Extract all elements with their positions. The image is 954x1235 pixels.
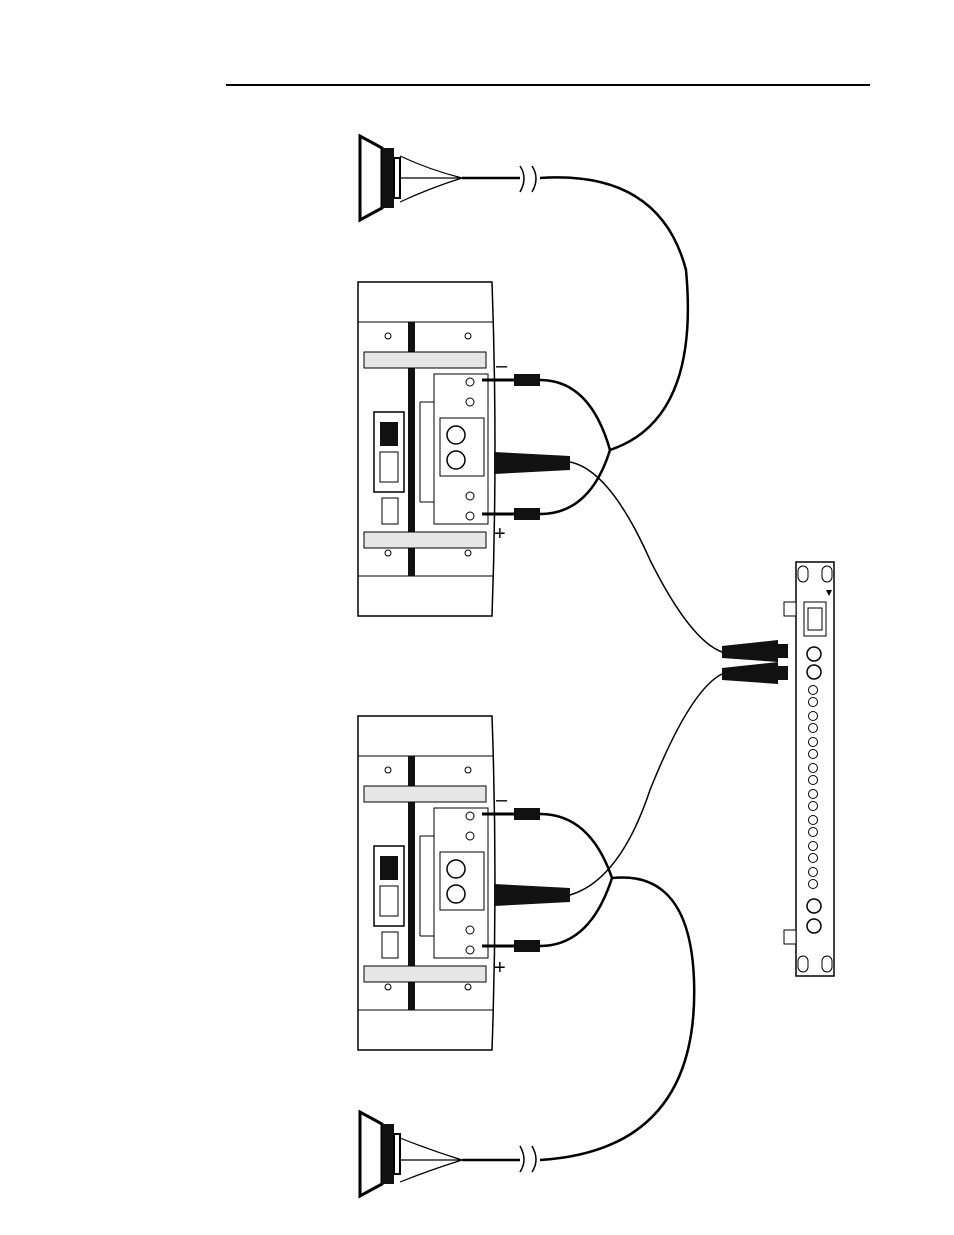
amp2-xlr-plug xyxy=(494,884,570,906)
speaker-bottom xyxy=(360,1112,400,1196)
processor-xlr-plug-1-tip xyxy=(778,644,788,658)
amp2-plus-label: + xyxy=(494,957,506,979)
amplifier-1 xyxy=(358,282,495,616)
speaker-top-leads xyxy=(400,156,462,202)
cable-break-bottom xyxy=(520,1146,536,1172)
amp1-minus-label: – xyxy=(496,355,508,377)
amp2-minus-label: – xyxy=(496,789,508,811)
processor-xlr-plug-2-tip xyxy=(778,666,788,680)
amplifier-2 xyxy=(358,716,495,1050)
amp2-signal-cable xyxy=(570,674,722,895)
amp1-plus-label: + xyxy=(494,523,506,545)
amp1-speaker-wires xyxy=(540,380,610,514)
speaker-bottom-cable xyxy=(462,877,694,1160)
processor-xlr-plug-2 xyxy=(722,662,778,684)
amp1-xlr-plug xyxy=(494,452,570,474)
speaker-top-cable xyxy=(462,177,688,450)
amp1-signal-cable xyxy=(570,462,722,652)
processor xyxy=(784,562,834,976)
amp2-speaker-wires xyxy=(540,814,612,946)
cable-break-top xyxy=(520,166,536,192)
speaker-bottom-leads xyxy=(400,1138,462,1182)
processor-xlr-plug-1 xyxy=(722,640,778,662)
speaker-top xyxy=(360,136,400,220)
